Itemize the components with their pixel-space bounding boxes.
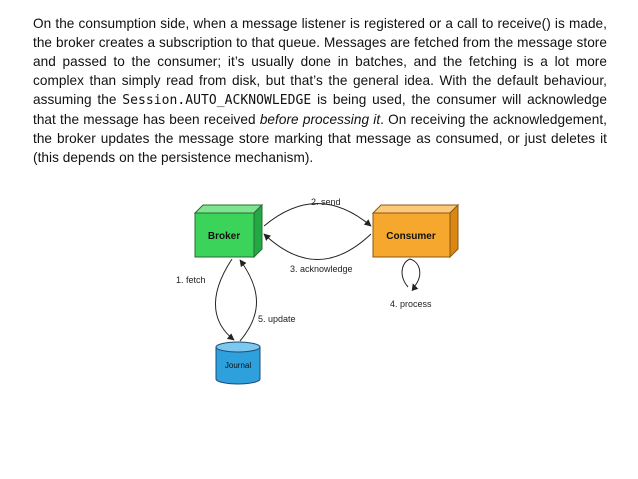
journal-node: Journal: [215, 341, 261, 385]
journal-label: Journal: [225, 361, 251, 370]
update-label: 5. update: [258, 314, 296, 324]
process-loop-arrow: [401, 258, 421, 288]
paragraph-text-1: On the consumption side, when a message …: [33, 16, 607, 107]
emphasis-before-processing: before processing it: [259, 112, 381, 127]
code-session-auto-acknowledge: Session.AUTO_ACKNOWLEDGE: [122, 93, 312, 108]
send-arrow: [263, 203, 372, 227]
consumer-label: Consumer: [386, 231, 436, 242]
fetch-arrow: [214, 258, 235, 341]
acknowledge-arrow: [263, 233, 372, 260]
consumer-node: Consumer: [371, 203, 460, 259]
update-arrow: [239, 259, 257, 342]
acknowledge-label: 3. acknowledge: [290, 264, 353, 274]
broker-node: Broker: [193, 203, 264, 259]
paragraph-text-3: . On receiving the acknowledgement, the …: [33, 112, 607, 165]
body-paragraph: On the consumption side, when a message …: [33, 14, 607, 167]
paragraph-text-2: is being used, the consumer will acknowl…: [33, 92, 607, 127]
fetch-label: 1. fetch: [176, 275, 206, 285]
broker-label: Broker: [208, 231, 240, 242]
process-label: 4. process: [390, 299, 432, 309]
send-label: 2. send: [311, 197, 341, 207]
